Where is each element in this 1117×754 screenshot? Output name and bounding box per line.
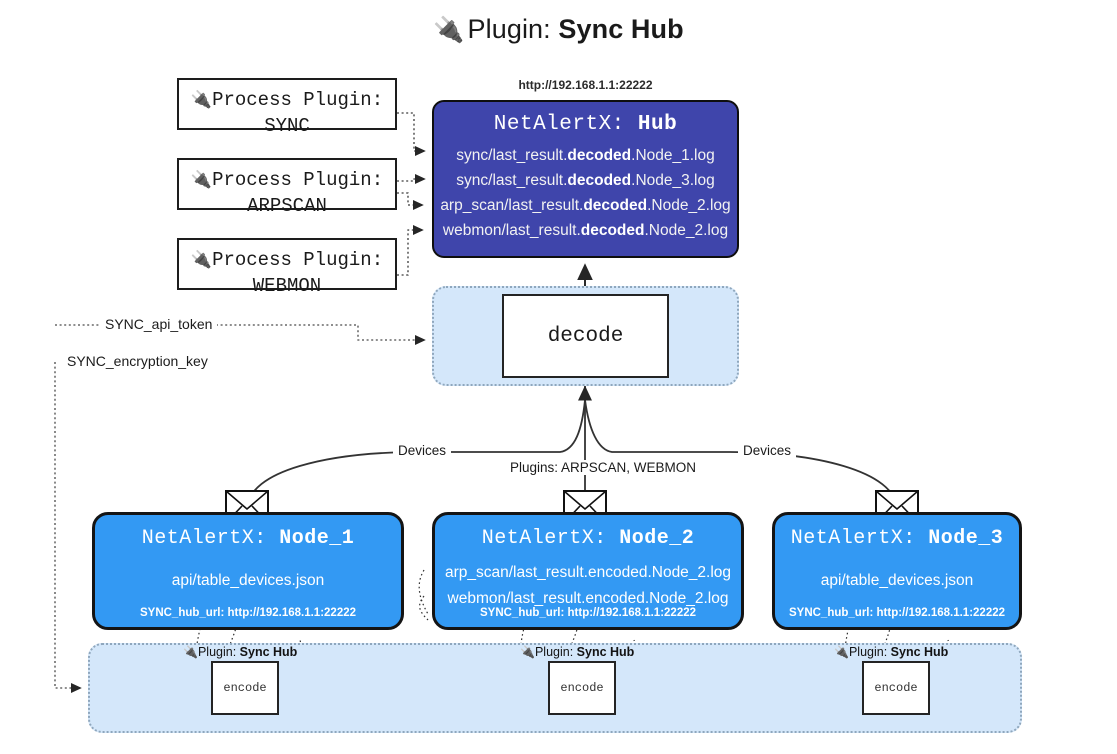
encode-label: encode <box>223 681 267 695</box>
plug-icon: 🔌 <box>520 645 535 659</box>
plugins-label-center: Plugins: ARPSCAN, WEBMON <box>505 460 702 475</box>
node-log-line: arp_scan/last_result.encoded.Node_2.log <box>444 564 732 581</box>
decode-box[interactable]: decode <box>502 294 669 378</box>
node-card-node-3[interactable]: NetAlertX: Node_3 api/table_devices.json… <box>772 512 1022 630</box>
node-log-line: webmon/last_result.encoded.Node_2.log <box>447 590 729 607</box>
process-plugin-box-sync[interactable]: 🔌Process Plugin: SYNC <box>177 78 397 137</box>
node-hub-url: SYNC_hub_url: http://192.168.1.1:22222 <box>788 607 1006 619</box>
plug-icon: 🔌 <box>190 92 213 111</box>
process-plugin-label: Process Plugin: <box>212 169 384 191</box>
plug-icon: 🔌 <box>190 252 213 271</box>
hub-url-label: http://192.168.1.1:22222 <box>518 78 653 92</box>
node-card-node-2[interactable]: NetAlertX: Node_2 arp_scan/last_result.e… <box>432 512 744 630</box>
encoder-plugin-label: 🔌Plugin: Sync Hub <box>183 645 298 659</box>
plug-icon: 🔌 <box>433 16 465 44</box>
hub-title-name: Hub <box>637 113 678 136</box>
node-title: NetAlertX: Node_3 <box>790 527 1004 550</box>
plug-icon: 🔌 <box>183 645 198 659</box>
hub-title: NetAlertX: Hub <box>434 113 737 136</box>
node-card-node-1[interactable]: NetAlertX: Node_1 api/table_devices.json… <box>92 512 404 630</box>
encode-label: encode <box>560 681 604 695</box>
process-plugin-box-webmon[interactable]: 🔌Process Plugin: WEBMON <box>177 238 397 297</box>
encoder-plugin-label: 🔌Plugin: Sync Hub <box>520 645 635 659</box>
hub-log-line: webmon/last_result.decoded.Node_2.log <box>442 222 729 239</box>
process-plugin-name: WEBMON <box>252 275 322 297</box>
node-title: NetAlertX: Node_1 <box>141 527 355 550</box>
node-log-line: api/table_devices.json <box>820 572 974 589</box>
process-plugin-name: SYNC <box>264 115 310 137</box>
plug-icon: 🔌 <box>834 645 849 659</box>
decode-label: decode <box>547 324 624 348</box>
encode-box[interactable]: encode <box>211 661 279 715</box>
node-hub-url: SYNC_hub_url: http://192.168.1.1:22222 <box>479 607 697 619</box>
encoder-plugin-label: 🔌Plugin: Sync Hub <box>834 645 949 659</box>
node-title: NetAlertX: Node_2 <box>481 527 695 550</box>
encode-box[interactable]: encode <box>862 661 930 715</box>
node-hub-url: SYNC_hub_url: http://192.168.1.1:22222 <box>139 607 357 619</box>
encode-label: encode <box>874 681 918 695</box>
encode-box[interactable]: encode <box>548 661 616 715</box>
hub-card[interactable]: NetAlertX: Hub sync/last_result.decoded.… <box>432 100 739 258</box>
devices-label-right: Devices <box>738 443 797 458</box>
process-plugin-box-arpscan[interactable]: 🔌Process Plugin: ARPSCAN <box>177 158 397 217</box>
page-title-prefix: Plugin: <box>467 14 551 44</box>
sync-encryption-key-label: SYNC_encryption_key <box>62 353 213 369</box>
process-plugin-name: ARPSCAN <box>247 195 327 217</box>
node-log-line: api/table_devices.json <box>171 572 325 589</box>
plug-icon: 🔌 <box>190 172 213 191</box>
page-title: 🔌Plugin: Sync Hub <box>0 14 1117 45</box>
hub-log-line: arp_scan/last_result.decoded.Node_2.log <box>440 197 731 214</box>
page-title-name: Sync Hub <box>558 14 684 44</box>
devices-label-left: Devices <box>393 443 452 458</box>
hub-log-line: sync/last_result.decoded.Node_1.log <box>456 147 715 164</box>
hub-title-prefix: NetAlertX: <box>493 113 625 136</box>
process-plugin-label: Process Plugin: <box>212 249 384 271</box>
process-plugin-label: Process Plugin: <box>212 89 384 111</box>
sync-api-token-label: SYNC_api_token <box>100 316 218 332</box>
hub-log-line: sync/last_result.decoded.Node_3.log <box>456 172 715 189</box>
